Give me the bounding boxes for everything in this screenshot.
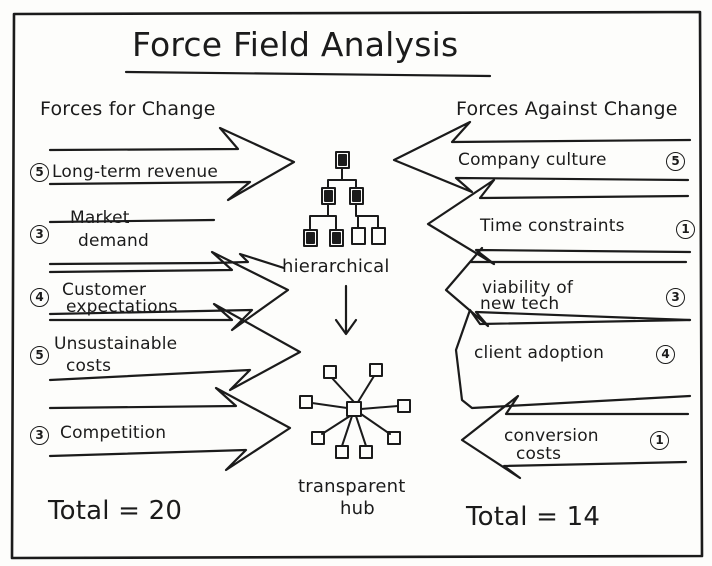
forces-for-heading: Forces for Change [40,98,216,120]
against-weight-3: 3 [666,288,685,307]
total-against: Total = 14 [466,502,601,532]
against-label-5-line2: costs [516,444,562,464]
hierarchical-label: hierarchical [282,256,390,277]
against-weight-2: 1 [676,220,695,239]
for-arrow-1 [48,126,296,202]
for-weight-2: 3 [30,225,49,244]
against-label-1: Company culture [458,150,607,170]
total-for: Total = 20 [48,496,183,526]
against-arrow-4 [454,308,692,410]
for-weight-4: 5 [30,346,49,365]
forces-against-heading: Forces Against Change [456,98,678,120]
against-arrow-5 [460,394,690,480]
for-arrow-3 [48,250,290,332]
against-weight-5: 1 [650,431,669,450]
for-weight-3: 4 [30,288,49,307]
for-arrow-5 [48,386,292,472]
against-arrow-3 [444,246,692,328]
for-label-5: Competition [60,423,167,443]
hub-label: hub [340,498,375,519]
for-label-1: Long-term revenue [52,162,219,182]
for-arrow-2 [48,218,286,270]
for-label-4-line2: costs [66,356,112,376]
for-arrows [48,126,302,472]
for-label-3-line2: expectations [66,297,178,317]
diagram-title: Force Field Analysis [132,25,459,64]
for-weight-5: 3 [30,426,49,445]
against-weight-4: 4 [656,345,675,364]
title-underline [124,70,492,78]
hierarchy-icon [303,151,386,247]
for-label-2-line1: Market [70,208,130,228]
frame-border [10,10,704,560]
transparent-label: transparent [298,476,406,497]
against-label-3-line2: new tech [480,294,560,314]
hub-icon [299,363,411,459]
for-label-3-line1: Customer [62,280,147,300]
against-label-2: Time constraints [480,216,625,236]
against-arrow-2 [426,178,692,266]
transition-arrow [334,284,358,336]
against-label-5-line1: conversion [504,426,599,446]
for-label-2-line2: demand [78,231,149,251]
for-weight-1: 5 [30,163,49,182]
against-label-4: client adoption [474,343,605,363]
against-label-3-line1: viability of [482,278,574,298]
against-weight-1: 5 [666,152,685,171]
against-arrow-1 [392,120,692,194]
against-arrows [392,120,692,480]
for-arrow-4 [48,302,302,392]
for-label-4-line1: Unsustainable [54,334,178,354]
